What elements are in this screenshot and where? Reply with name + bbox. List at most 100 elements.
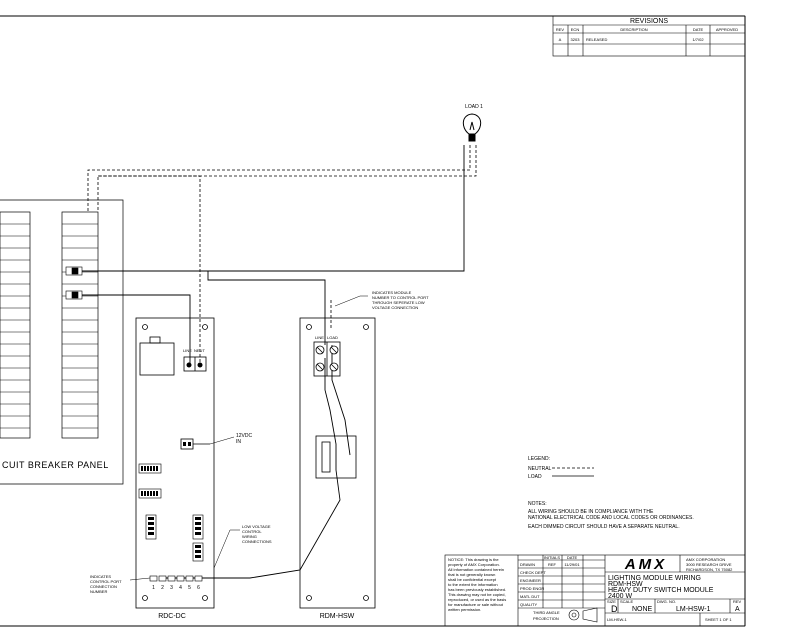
legend-load: LOAD — [528, 474, 542, 480]
rev-header-date: DATE — [693, 27, 704, 32]
rdc-neut-label: NEUT — [194, 348, 205, 353]
rdc-line-label: LINE — [183, 348, 192, 353]
size-label: SIZE — [607, 599, 616, 604]
scale-value: NONE — [632, 606, 653, 613]
rev-row-date: 1/7/02 — [692, 37, 704, 42]
notice-line-5: shall be confidential except — [448, 577, 497, 582]
rev-header-ecn: ECN — [571, 27, 580, 32]
rdc-label: RDC-DC — [158, 613, 186, 620]
notes-line-1: ALL WIRING SHOULD BE IN COMPLIANCE WITH … — [528, 509, 654, 515]
sig-row-1-initials: REF — [548, 562, 557, 567]
rdc-power-label-1: 12VDC — [236, 433, 253, 439]
control-port-line-1: INDICATES — [90, 574, 111, 579]
sig-row-6-role: QUALITY — [520, 602, 537, 607]
rdc-port-6: 6 — [197, 585, 200, 591]
notice-line-6: to the extent the information — [448, 582, 498, 587]
rdc-port-1: 1 — [152, 585, 155, 591]
low-voltage-line-4: CONNECTIONS — [242, 539, 272, 544]
sig-row-2-role: CHECK DEPT — [520, 570, 546, 575]
size-value: D — [611, 604, 618, 614]
scale-label: SCALE — [620, 599, 633, 604]
light-bulb-icon — [462, 113, 482, 142]
drawing-title-line-2: RDM-HSW — [608, 581, 643, 588]
sig-row-4-role: PROD ENGR — [520, 586, 544, 591]
legend-neutral: NEUTRAL — [528, 466, 552, 472]
company-line-1: AMX CORPORATION — [686, 557, 725, 562]
rev-row-description: RELEASED — [586, 37, 607, 42]
breaker-panel-label: CUIT BREAKER PANEL — [2, 460, 109, 470]
drawing-title-line-4: 2400 W — [608, 593, 633, 600]
notice-line-7: has been previously established. — [448, 587, 506, 592]
neutral-wires — [87, 145, 477, 365]
amx-logo: AMX — [620, 556, 672, 573]
notice-line-1: NOTICE: This drawing is the — [448, 557, 499, 562]
rdc-port-4: 4 — [179, 585, 182, 591]
rdm-screw-slots — [316, 346, 338, 371]
sig-row-3-role: ENGINEER — [520, 578, 541, 583]
breaker-switch-1 — [65, 266, 83, 276]
drawing-title-line-3: HEAVY DUTY SWITCH MODULE — [608, 587, 714, 594]
low-voltage-line-1: LOW VOLTAGE — [242, 524, 271, 529]
drawing-title-line-1: LIGHTING MODULE WIRING — [608, 575, 701, 582]
rdc-power-leader — [209, 436, 235, 445]
control-port-line-3: CONNECTION — [90, 584, 117, 589]
rdc-port-2: 2 — [161, 585, 164, 591]
rdm-line-label: LINE — [315, 335, 324, 340]
rev-label: REV — [733, 599, 742, 604]
rdc-terminal-screws — [183, 362, 203, 446]
rev-row-ecn: 3203 — [571, 37, 581, 42]
breaker-switch-2 — [65, 290, 83, 300]
control-port-leader — [129, 577, 151, 581]
rdc-header-pins — [141, 466, 201, 558]
notice-line-8: This drawing may not be copied, — [448, 592, 506, 597]
module-note-line-3: THROUGH SEPERATE LOW — [372, 300, 425, 305]
module-note-line-2: NUMBER TO CONTROL PORT — [372, 295, 429, 300]
sig-header-date: DATE — [567, 555, 578, 560]
rdc-port-3: 3 — [170, 585, 173, 591]
breaker-rows — [0, 223, 98, 429]
control-port-line-2: CONTROL PORT — [90, 579, 122, 584]
rev-header-rev: REV — [556, 27, 565, 32]
notes-line-3: EACH DIMMED CIRCUIT SHOULD HAVE A SEPARA… — [528, 524, 680, 530]
title-block — [444, 554, 746, 627]
rev-header-description: DESCRIPTION — [620, 27, 647, 32]
dwg-label: DWG. NO. — [657, 599, 676, 604]
drawing-border — [0, 15, 746, 627]
company-line-3: RICHARDSON, TX 75082 — [686, 567, 733, 572]
revisions-title: REVISIONS — [630, 18, 668, 25]
sig-row-1-role: DRAWN — [520, 562, 535, 567]
rev-row-rev: A — [559, 37, 562, 42]
filename: LM-HSW-1 — [607, 617, 627, 622]
low-voltage-leader — [213, 529, 240, 569]
rdm-module — [299, 317, 376, 609]
module-note-line-4: VOLTAGE CONNECTION — [372, 305, 418, 310]
dwg-value: LM-HSW-1 — [676, 606, 711, 613]
rev-value: A — [735, 606, 740, 613]
load-wires — [82, 145, 465, 579]
sig-row-5-role: MATL DUT — [520, 594, 540, 599]
control-port-line-4: NUMBER — [90, 589, 107, 594]
notice-line-4: that is not generally known — [448, 572, 495, 577]
rdc-port-5: 5 — [188, 585, 191, 591]
notice-line-3: All information contained herein — [448, 567, 504, 572]
sig-header-initials: INITIALS — [544, 555, 561, 560]
notice-line-2: property of AMX Corporation. — [448, 562, 500, 567]
notes-title: NOTES: — [528, 501, 547, 507]
amx-logo-text: AMX — [624, 556, 667, 573]
notes-line-2: NATIONAL ELECTRICAL CODE AND LOCAL CODES… — [528, 515, 694, 521]
module-note-leader — [334, 295, 368, 307]
legend-title: LEGEND: — [528, 456, 550, 462]
projection-line-2: PROJECTION — [533, 616, 559, 621]
rdc-power-label-2: IN — [236, 439, 241, 445]
company-line-2: 3000 RESEARCH DRIVE — [686, 562, 732, 567]
third-angle-projection-icon — [568, 607, 598, 623]
rdm-load-label: LOAD — [327, 335, 338, 340]
breaker-panel — [0, 199, 124, 485]
rev-header-approved: APPROVED — [716, 27, 738, 32]
load-label: LOAD 1 — [465, 104, 483, 110]
low-voltage-line-2: CONTROL — [242, 529, 262, 534]
notice-line-10: for manufacture or sale without — [448, 602, 504, 607]
rdc-headers — [138, 463, 204, 562]
projection-line-1: THIRD ANGLE — [533, 610, 560, 615]
